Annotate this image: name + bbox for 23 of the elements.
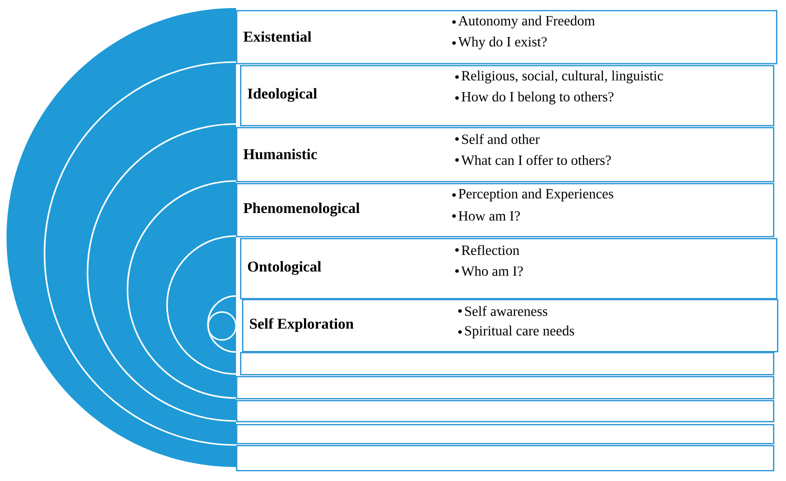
row-heading: Existential bbox=[243, 31, 312, 42]
bullet-item: How am I? bbox=[458, 211, 520, 221]
bullet-item: Autonomy and Freedom bbox=[458, 16, 595, 28]
bullet-item: Self and other bbox=[462, 134, 540, 144]
bullet-item: Religious, social, cultural, linguistic bbox=[462, 70, 663, 84]
bullet-item: Reflection bbox=[462, 245, 520, 255]
bullet-item: Who am I? bbox=[461, 266, 523, 276]
bullet-item: Self awareness bbox=[465, 306, 548, 316]
row-box bbox=[236, 424, 774, 444]
bullet-item: Why do I exist? bbox=[458, 36, 547, 50]
bullet-item: Perception and Experiences bbox=[458, 188, 614, 202]
row-box bbox=[236, 400, 774, 422]
row-box bbox=[236, 445, 774, 472]
row-heading: Humanistic bbox=[243, 148, 317, 160]
bullet-item: What can I offer to others? bbox=[461, 154, 611, 166]
bullet-item: Spiritual care needs bbox=[465, 326, 574, 338]
row-box bbox=[236, 376, 774, 400]
row-heading: Ontological bbox=[248, 261, 322, 275]
row-heading: Ideological bbox=[248, 88, 317, 102]
bullet-item: How do I belong to others? bbox=[462, 92, 614, 104]
row-box bbox=[240, 352, 774, 376]
row-heading: Self Exploration bbox=[250, 318, 354, 332]
row-heading: Phenomenological bbox=[243, 202, 360, 216]
